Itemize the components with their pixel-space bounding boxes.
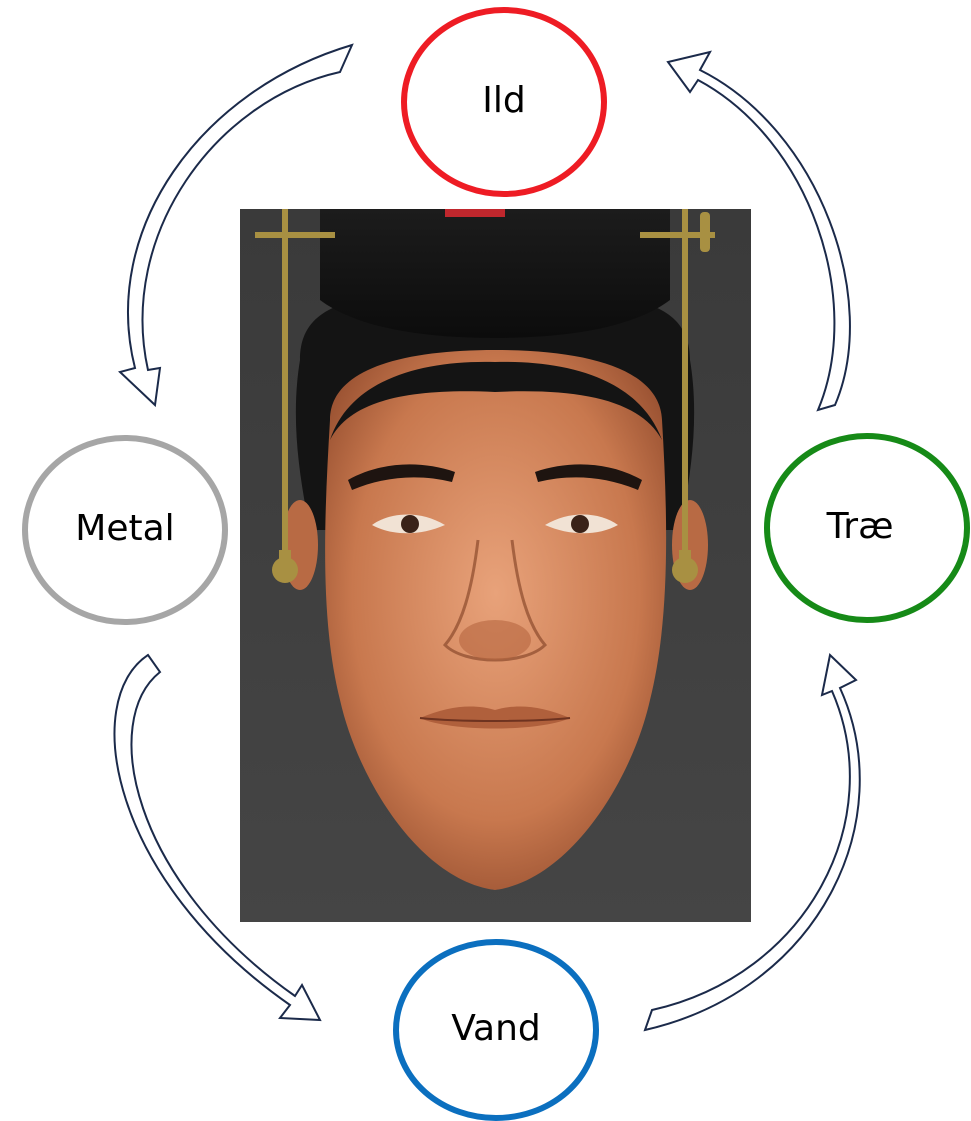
left-iris [401, 515, 419, 533]
mouth [420, 706, 570, 729]
cycle-arrows [113, 43, 861, 1032]
arrow-metal-to-water [113, 653, 322, 1022]
node-fire-label: Ild [482, 80, 525, 121]
node-fire-circle [401, 7, 607, 197]
hairline [330, 361, 662, 440]
node-wood-label: Træ [826, 506, 894, 547]
right-iris [571, 515, 589, 533]
hat-crown [320, 209, 670, 338]
node-wood: Træ [764, 433, 970, 623]
node-wood-circle [764, 433, 970, 623]
hat-band [445, 209, 505, 217]
node-water: Vand [393, 939, 599, 1121]
node-metal: Metal [22, 435, 228, 625]
node-water-circle [393, 939, 599, 1121]
nose-tip [459, 620, 531, 660]
right-ornament [640, 209, 715, 583]
face [325, 350, 667, 890]
node-metal-label: Metal [75, 508, 174, 549]
right-eyebrow [535, 464, 642, 490]
mouth-line [419, 717, 571, 722]
left-ornament [255, 209, 335, 583]
node-water-label: Vand [451, 1008, 541, 1049]
left-eyebrow [348, 464, 455, 490]
arrow-fire-to-metal [118, 43, 354, 408]
node-fire: Ild [401, 7, 607, 197]
arrow-wood-to-fire [666, 50, 851, 412]
node-metal-circle [22, 435, 228, 625]
arrow-water-to-wood [643, 653, 861, 1032]
emperor-portrait [240, 209, 751, 922]
